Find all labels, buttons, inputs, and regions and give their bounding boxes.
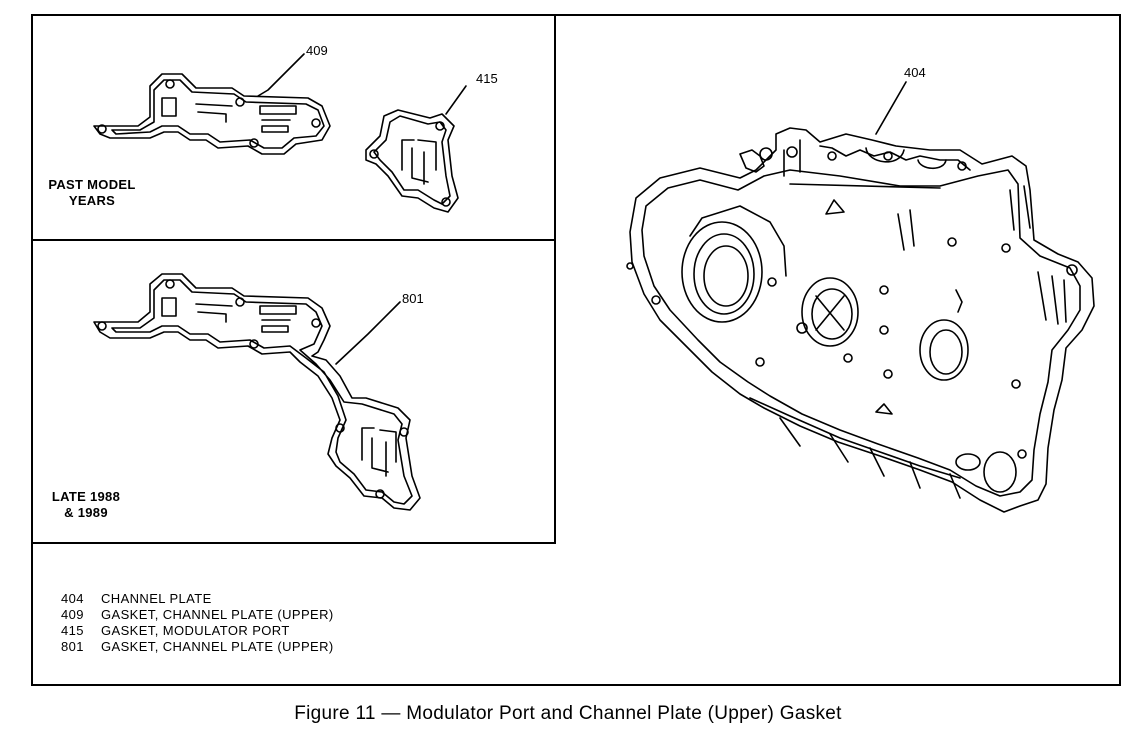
section-label-late-line1: LATE 1988 (51, 489, 121, 504)
leader-415 (445, 85, 467, 115)
gasket-409-drawing (93, 73, 331, 155)
legend-row: 404 CHANNEL PLATE (61, 591, 334, 607)
callout-409: 409 (306, 43, 328, 58)
legend-row: 415 GASKET, MODULATOR PORT (61, 623, 334, 639)
inset-divider (31, 239, 555, 241)
callout-415: 415 (476, 71, 498, 86)
leader-409 (257, 53, 305, 97)
legend-row: 801 GASKET, CHANNEL PLATE (UPPER) (61, 639, 334, 655)
section-label-past: PAST MODEL YEARS (46, 177, 138, 209)
leader-404 (875, 81, 907, 135)
section-label-past-line1: PAST MODEL (48, 177, 136, 192)
legend-description: GASKET, MODULATOR PORT (101, 623, 290, 638)
section-label-past-line2: YEARS (68, 193, 116, 208)
section-label-late-line2: & 1989 (64, 505, 108, 520)
figure-frame (31, 14, 1121, 686)
section-label-late: LATE 1988 & 1989 (50, 489, 122, 521)
leader-801 (335, 301, 401, 365)
inset-frame (31, 14, 556, 544)
legend-description: GASKET, CHANNEL PLATE (UPPER) (101, 607, 334, 622)
parts-legend: 404 CHANNEL PLATE 409 GASKET, CHANNEL PL… (61, 591, 334, 655)
legend-number: 404 (61, 591, 84, 606)
legend-number: 415 (61, 623, 84, 638)
figure-caption: Figure 11 — Modulator Port and Channel P… (294, 703, 842, 724)
gasket-801-drawing (93, 273, 421, 511)
legend-description: CHANNEL PLATE (101, 591, 212, 606)
legend-description: GASKET, CHANNEL PLATE (UPPER) (101, 639, 334, 654)
callout-404: 404 (904, 65, 926, 80)
legend-number: 409 (61, 607, 84, 622)
legend-row: 409 GASKET, CHANNEL PLATE (UPPER) (61, 607, 334, 623)
leader-lines (257, 53, 907, 365)
legend-number: 801 (61, 639, 84, 654)
channel-plate-404-drawing (626, 127, 1095, 513)
gasket-415-drawing (365, 109, 459, 213)
callout-801: 801 (402, 291, 424, 306)
